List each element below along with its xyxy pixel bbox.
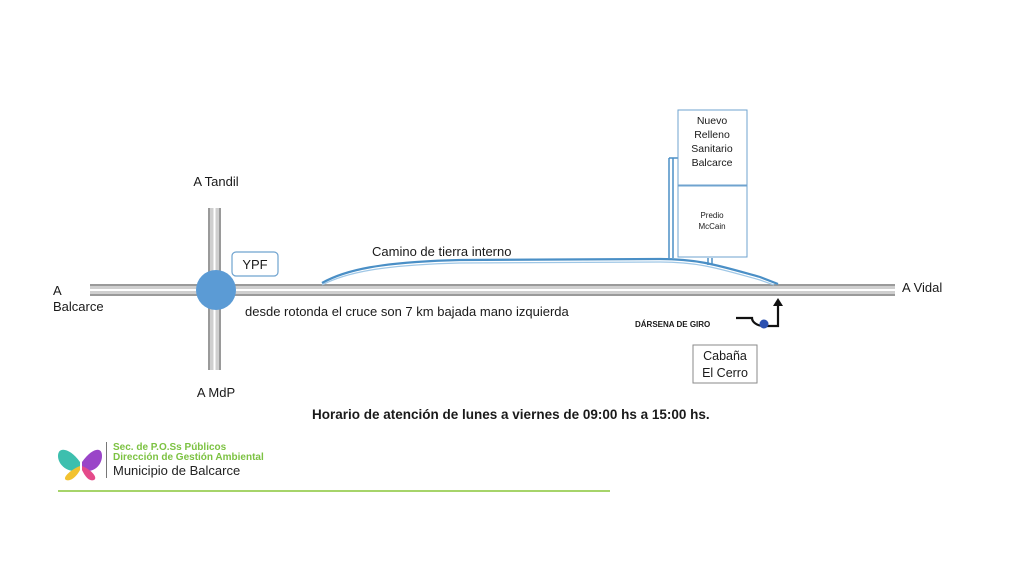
logo-line-2: Dirección de Gestión Ambiental — [113, 452, 264, 463]
relleno-line-4: Balcarce — [692, 157, 733, 169]
logo-line-1: Sec. de P.O.Ss Públicos — [113, 442, 227, 453]
schedule-text: Horario de atención de lunes a viernes d… — [312, 407, 710, 422]
predio-mccain-box — [677, 185, 748, 258]
dirt-road — [321, 257, 779, 286]
relleno-line-3: Sanitario — [691, 143, 733, 155]
label-a-balcarce-2: Balcarce — [53, 299, 104, 314]
predio-line-2: McCain — [698, 222, 725, 231]
ypf-label: YPF — [242, 257, 267, 272]
cabana-line-2: El Cerro — [702, 366, 748, 380]
ypf-station — [231, 251, 279, 277]
predio-line-1: Predio — [700, 211, 724, 220]
label-a-mdp: A MdP — [197, 385, 235, 400]
turn-lane-icon — [736, 298, 783, 329]
footer-divider — [58, 490, 610, 492]
butterfly-logo-icon — [58, 449, 102, 481]
cabana-el-cerro-box — [692, 344, 758, 384]
relleno-line-1: Nuevo — [697, 115, 728, 127]
label-a-tandil: A Tandil — [193, 174, 238, 189]
label-a-balcarce-1: A — [53, 283, 62, 298]
directions-text: desde rotonda el cruce son 7 km bajada m… — [245, 304, 570, 319]
label-a-vidal: A Vidal — [902, 280, 942, 295]
main-road-horizontal — [90, 284, 895, 296]
relleno-line-2: Relleno — [694, 129, 730, 141]
label-darsena: DÁRSENA DE GIRO — [635, 320, 710, 329]
label-camino: Camino de tierra interno — [372, 244, 511, 259]
roundabout — [196, 270, 236, 310]
cabana-line-1: Cabaña — [703, 349, 747, 363]
logo-line-3: Municipio de Balcarce — [113, 463, 241, 478]
logo-divider — [106, 442, 107, 478]
dirt-road-edge — [321, 261, 775, 286]
relleno-sanitario-box — [677, 109, 748, 186]
